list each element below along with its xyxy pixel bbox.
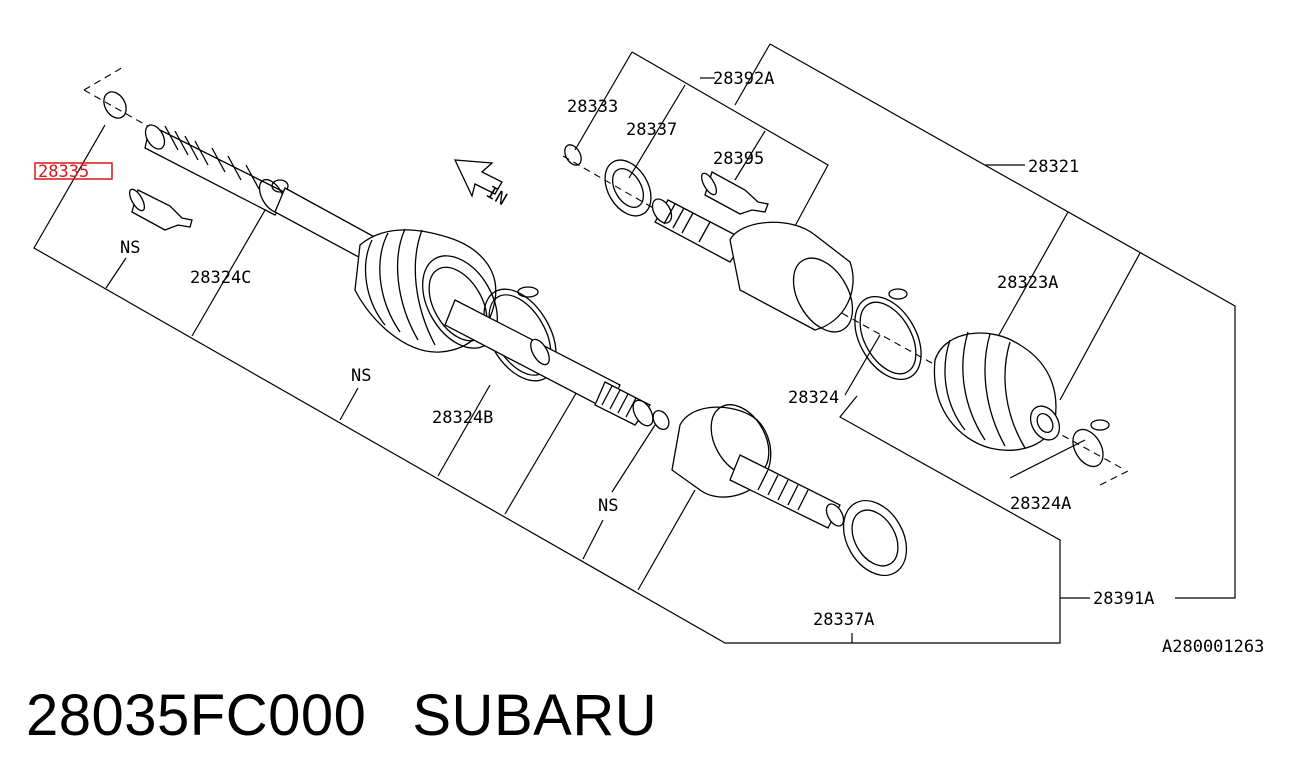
reference-code: A280001263 bbox=[1162, 637, 1264, 657]
label-ns-3: NS bbox=[598, 496, 618, 516]
label-ns-1: NS bbox=[120, 238, 140, 258]
label-28324B[interactable]: 28324B bbox=[432, 408, 493, 428]
label-28324[interactable]: 28324 bbox=[788, 388, 839, 408]
label-28333[interactable]: 28333 bbox=[567, 97, 618, 117]
label-28337[interactable]: 28337 bbox=[626, 120, 677, 140]
direction-label: IN bbox=[482, 182, 510, 210]
parts-diagram: IN 28335 28324C NS NS NS 28324B 28333 28… bbox=[33, 43, 1264, 657]
label-28323A[interactable]: 28323A bbox=[997, 273, 1058, 293]
part-caption: 28035FC000 SUBARU bbox=[26, 682, 657, 749]
direction-arrow-icon bbox=[453, 159, 503, 198]
label-28335[interactable]: 28335 bbox=[38, 162, 89, 182]
label-28324C[interactable]: 28324C bbox=[190, 268, 251, 288]
left-shaft-assembly bbox=[103, 91, 670, 430]
label-28392A[interactable]: 28392A bbox=[713, 69, 774, 89]
label-28337A[interactable]: 28337A bbox=[813, 610, 874, 630]
part-labels: 28335 28324C NS NS NS 28324B 28333 28337… bbox=[34, 69, 1264, 657]
label-28395[interactable]: 28395 bbox=[713, 149, 764, 169]
part-number: 28035FC000 bbox=[26, 683, 367, 748]
leader-lines bbox=[33, 43, 1236, 644]
outer-joint bbox=[671, 404, 908, 577]
label-28324A[interactable]: 28324A bbox=[1010, 494, 1071, 514]
label-ns-2: NS bbox=[351, 366, 371, 386]
label-28391A[interactable]: 28391A bbox=[1093, 589, 1154, 609]
inner-joint-assembly bbox=[564, 144, 1110, 468]
highlight-box bbox=[34, 162, 113, 180]
label-28321[interactable]: 28321 bbox=[1028, 157, 1079, 177]
brand-name: SUBARU bbox=[412, 683, 658, 748]
